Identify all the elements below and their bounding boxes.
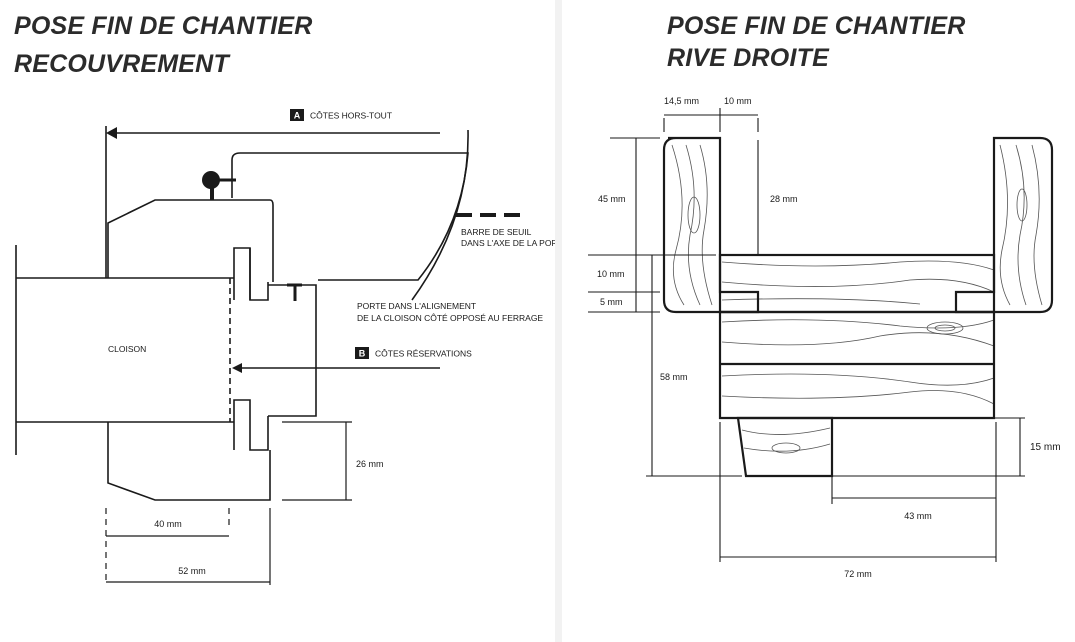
left-title-line2: RECOUVREMENT xyxy=(14,50,229,78)
right-panel: POSE FIN DE CHANTIER RIVE DROITE xyxy=(562,0,1075,642)
reservations-arrowhead xyxy=(232,363,242,373)
label-b-text: CÔTES RÉSERVATIONS xyxy=(375,349,472,359)
barre-label-line2: DANS L'AXE DE LA PORTE xyxy=(461,238,555,248)
label-b-badge xyxy=(355,347,369,359)
dim-15-label: 15 mm xyxy=(1030,442,1061,453)
wood-grain xyxy=(671,144,1043,454)
label-a-text: CÔTES HORS-TOUT xyxy=(310,111,392,121)
hinge-knob xyxy=(202,171,220,189)
dim-28-label: 28 mm xyxy=(770,194,798,204)
dim-72-label: 72 mm xyxy=(844,569,872,579)
label-a-badge xyxy=(290,109,304,121)
porte-label-line2: DE LA CLOISON CÔTÉ OPPOSÉ AU FERRAGE xyxy=(357,313,543,323)
dim-5-label: 5 mm xyxy=(600,297,623,307)
rive-droite-diagram: 14,5 mm 10 mm 45 mm 28 mm 10 mm 5 mm 58 … xyxy=(588,96,1061,579)
dim-40-label: 40 mm xyxy=(154,519,182,529)
dim-26-label: 26 mm xyxy=(356,459,384,469)
dim-10-side-label: 10 mm xyxy=(597,269,625,279)
right-title-line2: RIVE DROITE xyxy=(667,44,829,72)
tongue-plank xyxy=(718,253,996,314)
barre-label-line1: BARRE DE SEUIL xyxy=(461,227,532,237)
dim-45-label: 45 mm xyxy=(598,194,626,204)
dim-43-label: 43 mm xyxy=(904,511,932,521)
lower-tongue xyxy=(233,399,269,451)
right-title-line1: POSE FIN DE CHANTIER xyxy=(667,12,966,40)
dim-14-5-label: 14,5 mm xyxy=(664,96,699,106)
hors-tout-arrowhead xyxy=(106,127,117,139)
panel-separator xyxy=(555,0,562,642)
right-jamb xyxy=(954,136,1054,314)
porte-label-line1: PORTE DANS L'ALIGNEMENT xyxy=(357,301,476,311)
dim-58-label: 58 mm xyxy=(660,372,688,382)
label-b-letter: B xyxy=(359,349,366,359)
label-a-letter: A xyxy=(294,111,301,121)
frame-rebate xyxy=(268,284,317,417)
cloison-label: CLOISON xyxy=(108,344,146,354)
dim-10-top-label: 10 mm xyxy=(724,96,752,106)
left-panel: POSE FIN DE CHANTIER RECOUVREMENT xyxy=(14,12,555,585)
dim-52-label: 52 mm xyxy=(178,566,206,576)
left-jamb xyxy=(662,136,760,314)
recouvrement-diagram: A CÔTES HORS-TOUT B CÔTES RÉSERVATIONS B… xyxy=(15,109,555,585)
door-leaf-outline xyxy=(231,152,469,281)
door-swing-curve xyxy=(411,129,469,301)
left-title-line1: POSE FIN DE CHANTIER xyxy=(14,12,313,40)
upper-tongue xyxy=(233,247,269,301)
lower-casing xyxy=(107,422,271,501)
upper-casing xyxy=(107,199,274,282)
